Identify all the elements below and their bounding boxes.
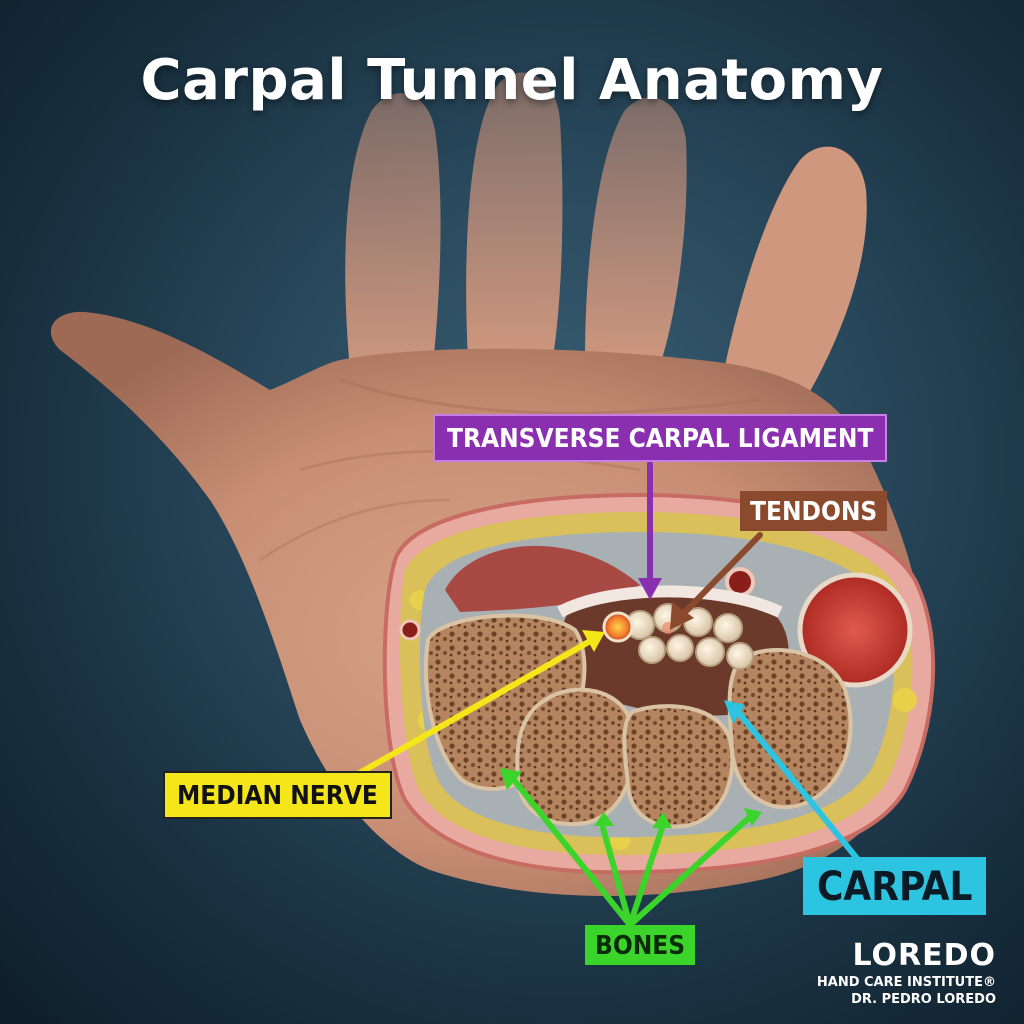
tendon-cluster [625,603,754,670]
transverse-carpal-ligament-label: TRANSVERSE CARPAL LIGAMENT [433,414,888,462]
pointer-arrows [327,461,871,928]
bones-arrows [500,768,762,928]
page-title: Carpal Tunnel Anatomy [140,48,884,113]
ligament-arrow [638,461,662,600]
median-nerve-arrow [327,630,605,793]
tendons-label: TENDONS [740,491,888,531]
carpal-label: CARPAL [803,857,987,915]
logo-institute: HAND CARE INSTITUTE® [816,975,996,990]
logo-name: LOREDO [852,938,996,973]
wrist-cross-section [382,492,936,875]
tendons-arrow [670,532,763,630]
median-nerve [602,611,634,643]
bones-label: BONES [585,925,696,965]
median-nerve-label: MEDIAN NERVE [163,771,392,819]
institute-logo: LOREDO HAND CARE INSTITUTE® DR. PEDRO LO… [817,938,996,1007]
logo-doctor: DR. PEDRO LOREDO [851,992,996,1007]
carpal-arrow [724,700,871,875]
